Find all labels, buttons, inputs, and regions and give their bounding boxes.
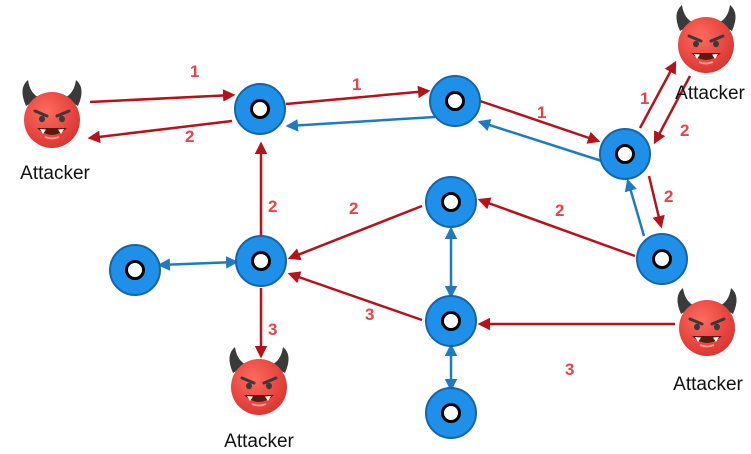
attack-edge-n2-n3 <box>479 99 601 144</box>
attack-edge-left-attacker-n1 <box>89 89 236 104</box>
network-node <box>425 387 477 439</box>
attacker-label: Attacker <box>20 163 90 184</box>
attacker-top-right: Attacker <box>674 3 746 104</box>
attack-edge-n7-n5 <box>287 204 423 261</box>
edge-label: 1 <box>190 62 199 81</box>
edge-label: 2 <box>268 197 277 216</box>
attack-edge-top-attacker-n3 <box>653 75 692 145</box>
network-node <box>425 295 477 347</box>
edge-label: 2 <box>664 187 673 206</box>
edge-label: 3 <box>565 360 574 379</box>
devil-icon <box>20 78 84 150</box>
edge-n2-n1 <box>285 115 436 132</box>
edge-label: 2 <box>555 201 564 220</box>
edge-label: 1 <box>640 89 649 108</box>
network-node <box>234 83 286 135</box>
attack-edge-n1-n2 <box>285 85 431 106</box>
edge-label: 2 <box>349 199 358 218</box>
attacker-label: Attacker <box>673 374 743 395</box>
edge-label: 2 <box>185 127 194 146</box>
edge-n6-n3 <box>624 178 646 237</box>
devil-icon <box>675 286 739 358</box>
attacker-label: Attacker <box>675 83 745 104</box>
network-node <box>636 233 688 285</box>
network-node <box>235 235 287 287</box>
attack-edge-n1-left-attacker <box>87 119 233 144</box>
edge-label: 3 <box>365 305 374 324</box>
edge-label: 1 <box>537 103 546 122</box>
edge-label: 1 <box>352 75 361 94</box>
network-node <box>599 128 651 180</box>
attacker-right: Attacker <box>673 286 744 395</box>
attack-edge-n6-n7 <box>477 197 636 258</box>
attacker-label: Attacker <box>224 431 294 452</box>
devil-icon <box>227 345 291 417</box>
edge-n3-n2 <box>477 119 609 165</box>
edge-label: 2 <box>680 121 689 140</box>
attack-edge-n3-top-attacker <box>638 60 677 129</box>
network-node <box>109 244 161 296</box>
edge-label: 3 <box>268 320 277 339</box>
network-node <box>429 75 481 127</box>
attacker-bottom: Attacker <box>224 345 295 452</box>
network-node <box>425 176 477 228</box>
devil-icon <box>674 3 738 75</box>
attacker-left: Attacker <box>20 78 91 184</box>
attack-edge-n8-n5 <box>287 271 423 322</box>
attack-edge-n3-n6 <box>647 175 665 229</box>
edge-n4-n5 <box>157 256 239 271</box>
